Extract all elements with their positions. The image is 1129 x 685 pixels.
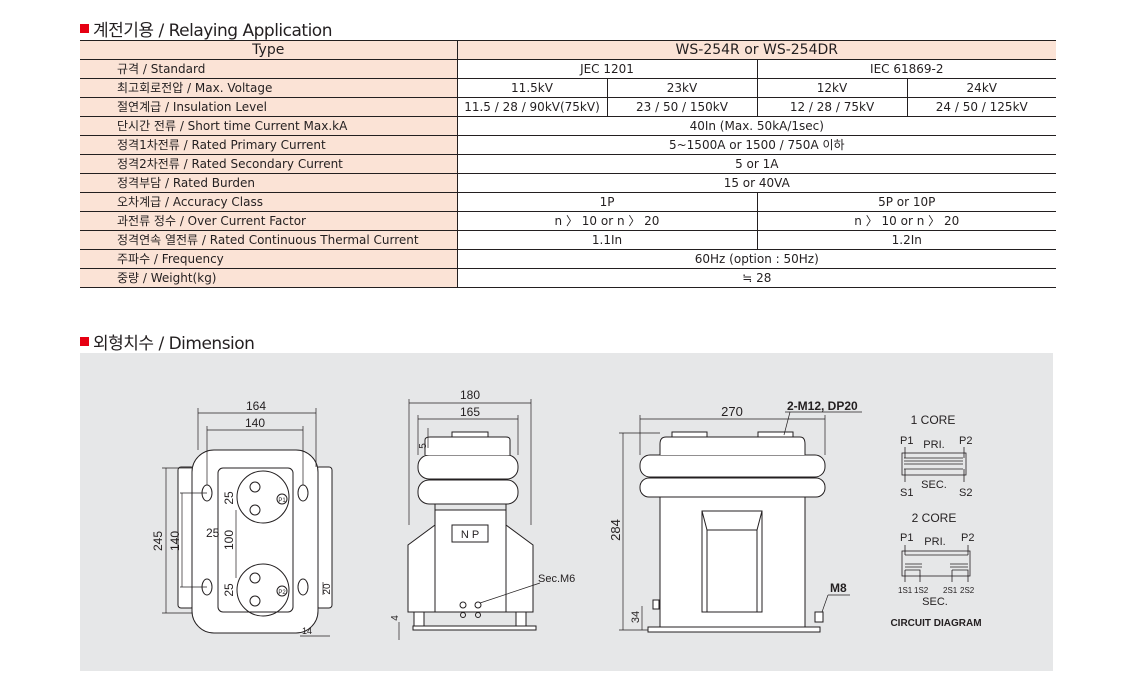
m8-label: M8 bbox=[830, 581, 847, 595]
dim-34: 34 bbox=[630, 611, 642, 623]
s1-label: S1 bbox=[900, 487, 913, 499]
s2-label: S2 bbox=[959, 487, 972, 499]
dim-270: 270 bbox=[721, 404, 743, 419]
relaying-section-title: 계전기용 / Relaying Application bbox=[80, 16, 332, 41]
sec-label: SEC. bbox=[921, 479, 947, 491]
dim-5: 5 bbox=[418, 443, 429, 449]
circuit-diagram-caption: CIRCUIT DIAGRAM bbox=[890, 618, 981, 629]
bolt-label: 2-M12, DP20 bbox=[787, 399, 858, 413]
2s2-label: 2S2 bbox=[960, 586, 975, 595]
red-square-icon bbox=[80, 24, 89, 33]
dim-165: 165 bbox=[460, 405, 480, 419]
side-view-drawing: 180 165 5 4 N P Sec.M6 bbox=[390, 388, 575, 640]
core2-label: 2 CORE bbox=[912, 511, 957, 525]
pri-label: PRI. bbox=[923, 439, 944, 451]
terminal-p2-label: P2 bbox=[278, 590, 286, 596]
p1-label: P1 bbox=[900, 435, 913, 447]
dim-140-width: 140 bbox=[245, 416, 265, 430]
dim-164: 164 bbox=[246, 399, 266, 413]
dim-25-top: 25 bbox=[222, 491, 236, 505]
p1-label: P1 bbox=[900, 532, 913, 544]
p2-label: P2 bbox=[961, 532, 974, 544]
1s1-label: 1S1 bbox=[898, 586, 913, 595]
dim-20: 20 bbox=[322, 583, 333, 595]
dim-14: 14 bbox=[302, 626, 312, 636]
sec-m6-label: Sec.M6 bbox=[538, 573, 575, 585]
table-row: 중량 / Weight(kg)≒ 28 bbox=[80, 268, 1057, 288]
p2-label: P2 bbox=[959, 435, 972, 447]
circuit-diagram bbox=[901, 447, 971, 582]
1s2-label: 1S2 bbox=[914, 586, 929, 595]
dimension-section-title: 외형치수 / Dimension bbox=[80, 329, 255, 354]
core1-label: 1 CORE bbox=[911, 413, 956, 427]
sec-label: SEC. bbox=[922, 596, 948, 608]
dim-25-offset: 25 bbox=[206, 526, 220, 540]
dim-180: 180 bbox=[460, 388, 480, 402]
rear-view-drawing: 270 2-M12, DP20 284 34 M8 bbox=[608, 399, 862, 633]
pri-label: PRI. bbox=[924, 536, 945, 548]
table-row: 정격연속 열전류 / Rated Continuous Thermal Curr… bbox=[80, 230, 1057, 250]
dim-284: 284 bbox=[608, 519, 623, 541]
dim-245: 245 bbox=[151, 531, 165, 551]
red-square-icon bbox=[80, 337, 89, 346]
2s1-label: 2S1 bbox=[943, 586, 958, 595]
dim-4: 4 bbox=[390, 615, 401, 621]
front-view-drawing: 164 140 245 140 25 100 25 25 20 14 P1 P2 bbox=[151, 399, 333, 637]
nameplate-label: N P bbox=[461, 529, 479, 541]
terminal-p1-label: P1 bbox=[278, 498, 286, 504]
dim-100: 100 bbox=[222, 530, 236, 550]
dim-140-height: 140 bbox=[168, 531, 182, 551]
dim-25-bottom: 25 bbox=[222, 583, 236, 597]
